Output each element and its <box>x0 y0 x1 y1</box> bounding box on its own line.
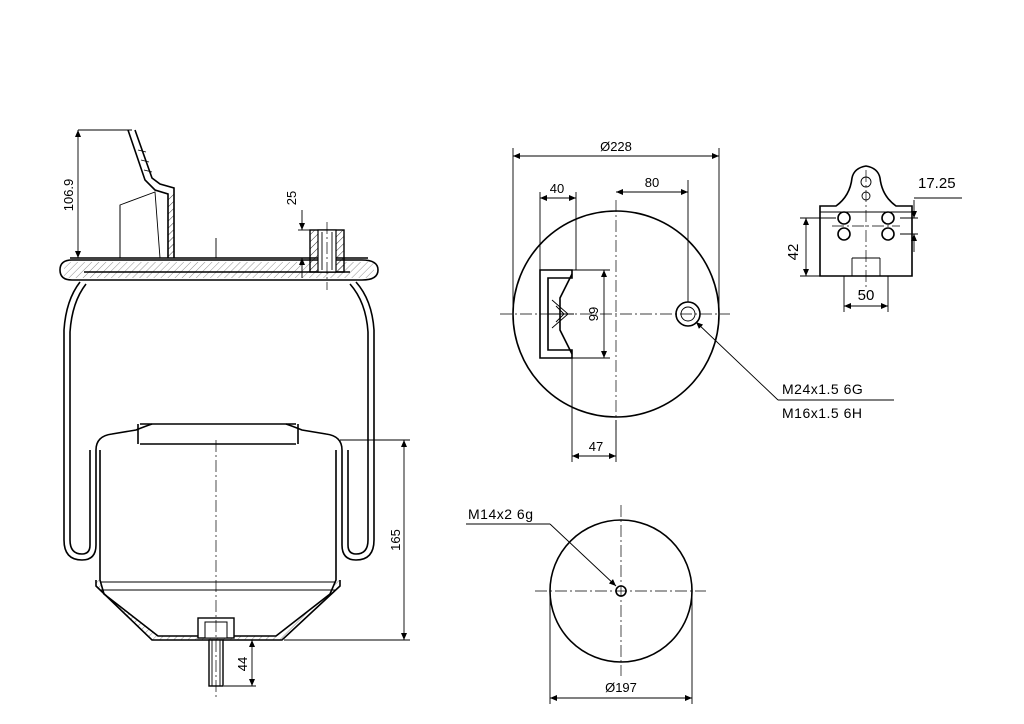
dim-40: 40 <box>539 181 577 270</box>
thread-m16-label: M16x1.5 6H <box>782 405 862 421</box>
dim-42: 42 <box>785 217 836 277</box>
thread-callout-top: M24x1.5 6G M16x1.5 6H <box>695 321 894 421</box>
top-view: Ø228 40 80 99 47 <box>500 139 894 462</box>
dim-bracket-offset-label: 47 <box>589 439 603 454</box>
dim-height-top-label: 106.9 <box>61 179 76 212</box>
dim-bracket-width-detail-label: 50 <box>858 287 875 304</box>
dim-stud-length-label: 44 <box>235 657 250 671</box>
upper-mounting-bracket <box>119 129 175 259</box>
dim-hole-spacing-label: 17.25 <box>918 175 956 192</box>
dim-diameter-228: Ø228 <box>512 139 720 314</box>
dim-bracket-width-label: 40 <box>550 181 564 196</box>
dim-25: 25 <box>284 191 312 278</box>
dim-99: 99 <box>572 269 610 359</box>
top-bead-plate <box>59 238 379 281</box>
top-view-bracket <box>539 269 574 359</box>
thread-m14-label: M14x2 6g <box>468 506 533 522</box>
air-port-fitting <box>309 222 345 290</box>
dim-17-25: 17.25 <box>900 175 962 252</box>
piston <box>95 423 341 641</box>
dim-piston-height-label: 165 <box>388 529 403 551</box>
dim-44: 44 <box>224 639 256 687</box>
rubber-bellows <box>63 281 375 561</box>
dim-base-diameter-label: Ø197 <box>605 680 637 695</box>
dim-diameter-label: Ø228 <box>600 139 632 154</box>
thread-m24-label: M24x1.5 6G <box>782 381 863 397</box>
bracket-detail: 17.25 42 50 <box>785 165 962 312</box>
dim-50: 50 <box>843 276 889 312</box>
dim-diameter-197: Ø197 <box>549 591 693 704</box>
side-view: 106.9 25 165 44 <box>59 129 410 700</box>
thread-callout-bottom: M14x2 6g <box>466 506 617 587</box>
dim-165: 165 <box>284 439 410 641</box>
dim-port-depth-label: 25 <box>284 191 299 205</box>
bottom-view: M14x2 6g Ø197 <box>466 505 706 704</box>
dim-bracket-height-label: 99 <box>586 307 601 321</box>
dim-47: 47 <box>571 358 617 462</box>
dim-bracket-height-detail-label: 42 <box>785 244 802 261</box>
dim-port-offset-label: 80 <box>645 175 659 190</box>
dim-80: 80 <box>616 175 689 302</box>
dim-106-9: 106.9 <box>61 129 132 258</box>
